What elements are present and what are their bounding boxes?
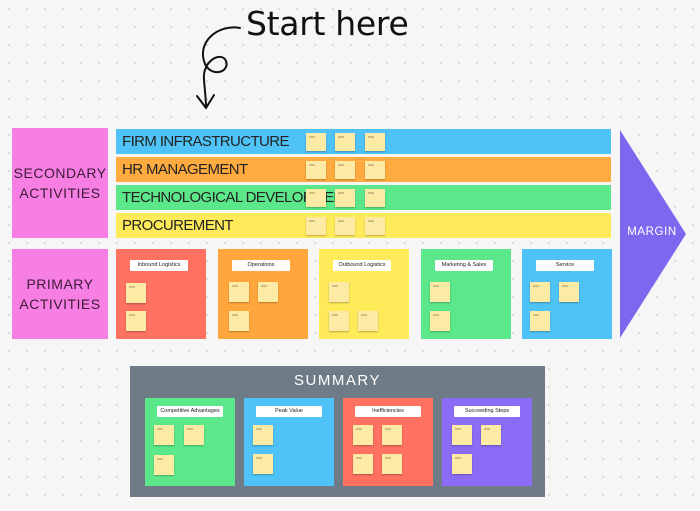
card-inbound-logistics[interactable]: Inbound Logistics	[116, 249, 206, 339]
card-competitive-advantages[interactable]: Competitive Advantages	[145, 398, 235, 486]
sticky-note[interactable]	[229, 282, 249, 302]
sticky-note[interactable]	[329, 311, 349, 331]
card-inefficiencies[interactable]: Inefficiencies	[343, 398, 433, 486]
sticky-note[interactable]	[184, 425, 204, 445]
card-outbound-logistics[interactable]: Outbound Logistics	[319, 249, 409, 339]
card-peak-value[interactable]: Peak Value	[244, 398, 334, 486]
sticky-note[interactable]	[530, 311, 550, 331]
sticky-note[interactable]	[306, 189, 326, 207]
bar-hr-management[interactable]: HR MANAGEMENT	[116, 157, 611, 182]
bar-label: HR MANAGEMENT	[122, 161, 248, 178]
secondary-activities-text: SECONDARY ACTIVITIES	[13, 165, 107, 201]
bar-label: FIRM INFRASTRUCTURE	[122, 133, 290, 150]
sticky-note[interactable]	[258, 282, 278, 302]
bar-label: TECHNOLOGICAL DEVELOPMENT	[122, 189, 353, 206]
card-title: Marketing & Sales	[435, 260, 493, 271]
sticky-note[interactable]	[353, 454, 373, 474]
sticky-note[interactable]	[452, 425, 472, 445]
sticky-note[interactable]	[430, 282, 450, 302]
sticky-note[interactable]	[154, 425, 174, 445]
sticky-note[interactable]	[358, 311, 378, 331]
sticky-note[interactable]	[126, 311, 146, 331]
card-service[interactable]: Service	[522, 249, 612, 339]
sticky-note[interactable]	[382, 454, 402, 474]
primary-activities-label: PRIMARY ACTIVITIES	[12, 249, 108, 339]
bar-firm-infrastructure[interactable]: FIRM INFRASTRUCTURE	[116, 129, 611, 154]
sticky-note[interactable]	[335, 161, 355, 179]
sticky-note[interactable]	[365, 217, 385, 235]
sticky-note[interactable]	[253, 425, 273, 445]
primary-activities-text: PRIMARY ACTIVITIES	[19, 276, 101, 312]
card-title: Peak Value	[256, 406, 322, 417]
sticky-note[interactable]	[452, 454, 472, 474]
card-title: Operations	[232, 260, 290, 271]
secondary-activities-label: SECONDARY ACTIVITIES	[12, 128, 108, 238]
sticky-note[interactable]	[335, 217, 355, 235]
sticky-note[interactable]	[481, 425, 501, 445]
sticky-note[interactable]	[253, 454, 273, 474]
curly-arrow-icon	[196, 26, 241, 109]
sticky-note[interactable]	[154, 455, 174, 475]
start-here-label: Start here	[246, 4, 409, 43]
margin-arrow-shape[interactable]	[620, 130, 688, 338]
card-marketing-sales[interactable]: Marketing & Sales	[421, 249, 511, 339]
card-title: Service	[536, 260, 594, 271]
sticky-note[interactable]	[430, 311, 450, 331]
bar-technological-development[interactable]: TECHNOLOGICAL DEVELOPMENT	[116, 185, 611, 210]
card-succeeding-steps[interactable]: Succeeding Steps	[442, 398, 532, 486]
card-title: Inbound Logistics	[130, 260, 188, 271]
sticky-note[interactable]	[306, 217, 326, 235]
bar-label: PROCUREMENT	[122, 217, 234, 234]
summary-title: SUMMARY	[294, 372, 381, 389]
sticky-note[interactable]	[365, 189, 385, 207]
summary-panel: SUMMARY Competitive Advantages Peak Valu…	[130, 366, 545, 497]
sticky-note[interactable]	[335, 133, 355, 151]
sticky-note[interactable]	[229, 311, 249, 331]
card-title: Outbound Logistics	[333, 260, 391, 271]
margin-label: MARGIN	[627, 226, 677, 238]
sticky-note[interactable]	[382, 425, 402, 445]
card-operations[interactable]: Operations	[218, 249, 308, 339]
sticky-note[interactable]	[365, 133, 385, 151]
card-title: Competitive Advantages	[157, 406, 223, 417]
sticky-note[interactable]	[559, 282, 579, 302]
sticky-note[interactable]	[335, 189, 355, 207]
sticky-note[interactable]	[530, 282, 550, 302]
card-title: Succeeding Steps	[454, 406, 520, 417]
sticky-note[interactable]	[353, 425, 373, 445]
sticky-note[interactable]	[365, 161, 385, 179]
sticky-note[interactable]	[306, 133, 326, 151]
card-title: Inefficiencies	[355, 406, 421, 417]
sticky-note[interactable]	[329, 282, 349, 302]
sticky-note[interactable]	[126, 283, 146, 303]
bar-procurement[interactable]: PROCUREMENT	[116, 213, 611, 238]
sticky-note[interactable]	[306, 161, 326, 179]
